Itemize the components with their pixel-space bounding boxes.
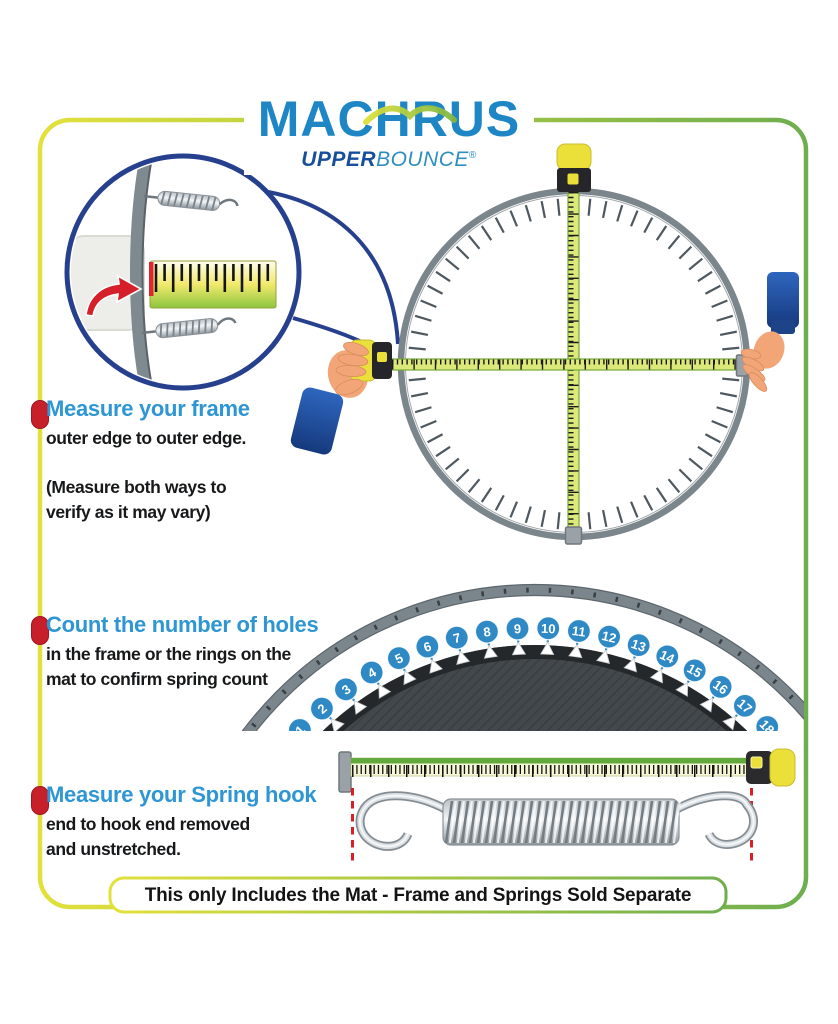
brand-subtitle-bounce: BOUNCE: [376, 148, 469, 171]
mat-edge-band: [322, 645, 748, 731]
spring-hook-ticks: [408, 198, 740, 530]
hole-number-badge: 6: [415, 634, 440, 659]
brand-name: MACHRUS: [257, 91, 521, 147]
hole-number-badge: 2: [309, 696, 335, 721]
tape-case-top: [556, 143, 592, 192]
hole-number-badge: 11: [566, 618, 592, 644]
frame-tube: [130, 160, 154, 384]
tape-end-clip-bottom: [564, 526, 583, 545]
brand-subtitle: UPPERBOUNCE®: [244, 145, 534, 171]
instruction-heading: Count the number of holes: [46, 612, 319, 637]
svg-text:6: 6: [422, 639, 434, 656]
hole-number-badge: 16: [708, 674, 733, 700]
outer-edge-mark: [149, 262, 154, 296]
horizontal-tape-measure: [390, 358, 741, 371]
svg-text:13: 13: [629, 636, 648, 655]
coil-spring: [355, 791, 758, 851]
right-hand-pulling-tape: [740, 272, 799, 392]
hole-number-badge: 12: [596, 624, 622, 649]
measuring-ruler: [149, 260, 277, 309]
hole-number-badge: 9: [505, 616, 530, 641]
red-arrow-icon: [85, 274, 143, 317]
instruction-line: outer edge to outer edge.: [46, 428, 247, 448]
hole-number-badge: 13: [626, 632, 651, 658]
instruction-line: end to hook end removed: [46, 814, 250, 834]
ruler-ticks: [154, 264, 270, 292]
registered-mark: ®: [468, 150, 477, 161]
spring-hook-left: [355, 791, 450, 851]
instruction-count-holes: Count the number of holes in the frame o…: [46, 612, 386, 692]
svg-text:12: 12: [600, 628, 618, 646]
measuring-tape: [350, 757, 748, 777]
instruction-line: and unstretched.: [46, 839, 181, 859]
tape-case: [746, 748, 796, 787]
hole-number-badge: 3: [333, 677, 359, 702]
hole-number-badge: 17: [732, 693, 758, 718]
instruction-measure-spring: Measure your Spring hook end to hook end…: [46, 782, 386, 862]
hole-number-badge: 14: [655, 644, 680, 669]
instruction-line: mat to confirm spring count: [46, 669, 268, 689]
bullet-marker-2: [31, 616, 49, 645]
hole-number-badge: 18: [755, 714, 780, 731]
hole-number-badge: 4: [359, 660, 384, 685]
brand-subtitle-upper: UPPER: [301, 148, 377, 171]
coil-lines: [444, 800, 681, 844]
wall-plate: [71, 235, 145, 331]
svg-text:14: 14: [657, 647, 677, 667]
svg-text:7: 7: [452, 630, 463, 646]
frame-arc: [242, 584, 804, 731]
instruction-note-line: (Measure both ways to: [46, 477, 227, 497]
bullet-marker-3: [31, 786, 49, 815]
hole-number-badge: 8: [474, 619, 500, 644]
hole-number-badge: 7: [444, 625, 469, 650]
instruction-line: in the frame or the rings on the: [46, 644, 291, 664]
spring-hook-right: [672, 791, 758, 849]
hole-number-badge: 10: [536, 616, 561, 641]
brand-logo: MACHRUS UPPERBOUNCE®: [244, 92, 534, 175]
svg-text:15: 15: [685, 661, 705, 681]
svg-text:1: 1: [292, 722, 308, 738]
instruction-measure-frame: Measure your frame outer edge to outer e…: [46, 396, 386, 525]
svg-text:16: 16: [710, 677, 730, 698]
hole-number-badge: 15: [682, 658, 707, 683]
hole-number-badge: 5: [386, 646, 412, 671]
instruction-note-line: verify as it may vary): [46, 502, 211, 522]
svg-text:11: 11: [571, 623, 587, 640]
svg-text:9: 9: [514, 621, 522, 636]
instruction-heading: Measure your Spring hook: [46, 782, 317, 807]
svg-text:8: 8: [482, 624, 491, 640]
spring-measurement-diagram: [338, 748, 796, 864]
bullet-marker-1: [31, 400, 49, 429]
left-hand-holding-tape: [290, 339, 392, 455]
trampoline-frame-diagram: [290, 143, 799, 545]
instruction-heading: Measure your frame: [46, 396, 250, 421]
svg-text:10: 10: [541, 621, 556, 637]
frame-closeup-magnifier: [64, 153, 302, 391]
hole-number-badge: 1: [287, 717, 313, 738]
footer-note: This only Includes the Mat - Frame and S…: [144, 885, 692, 906]
